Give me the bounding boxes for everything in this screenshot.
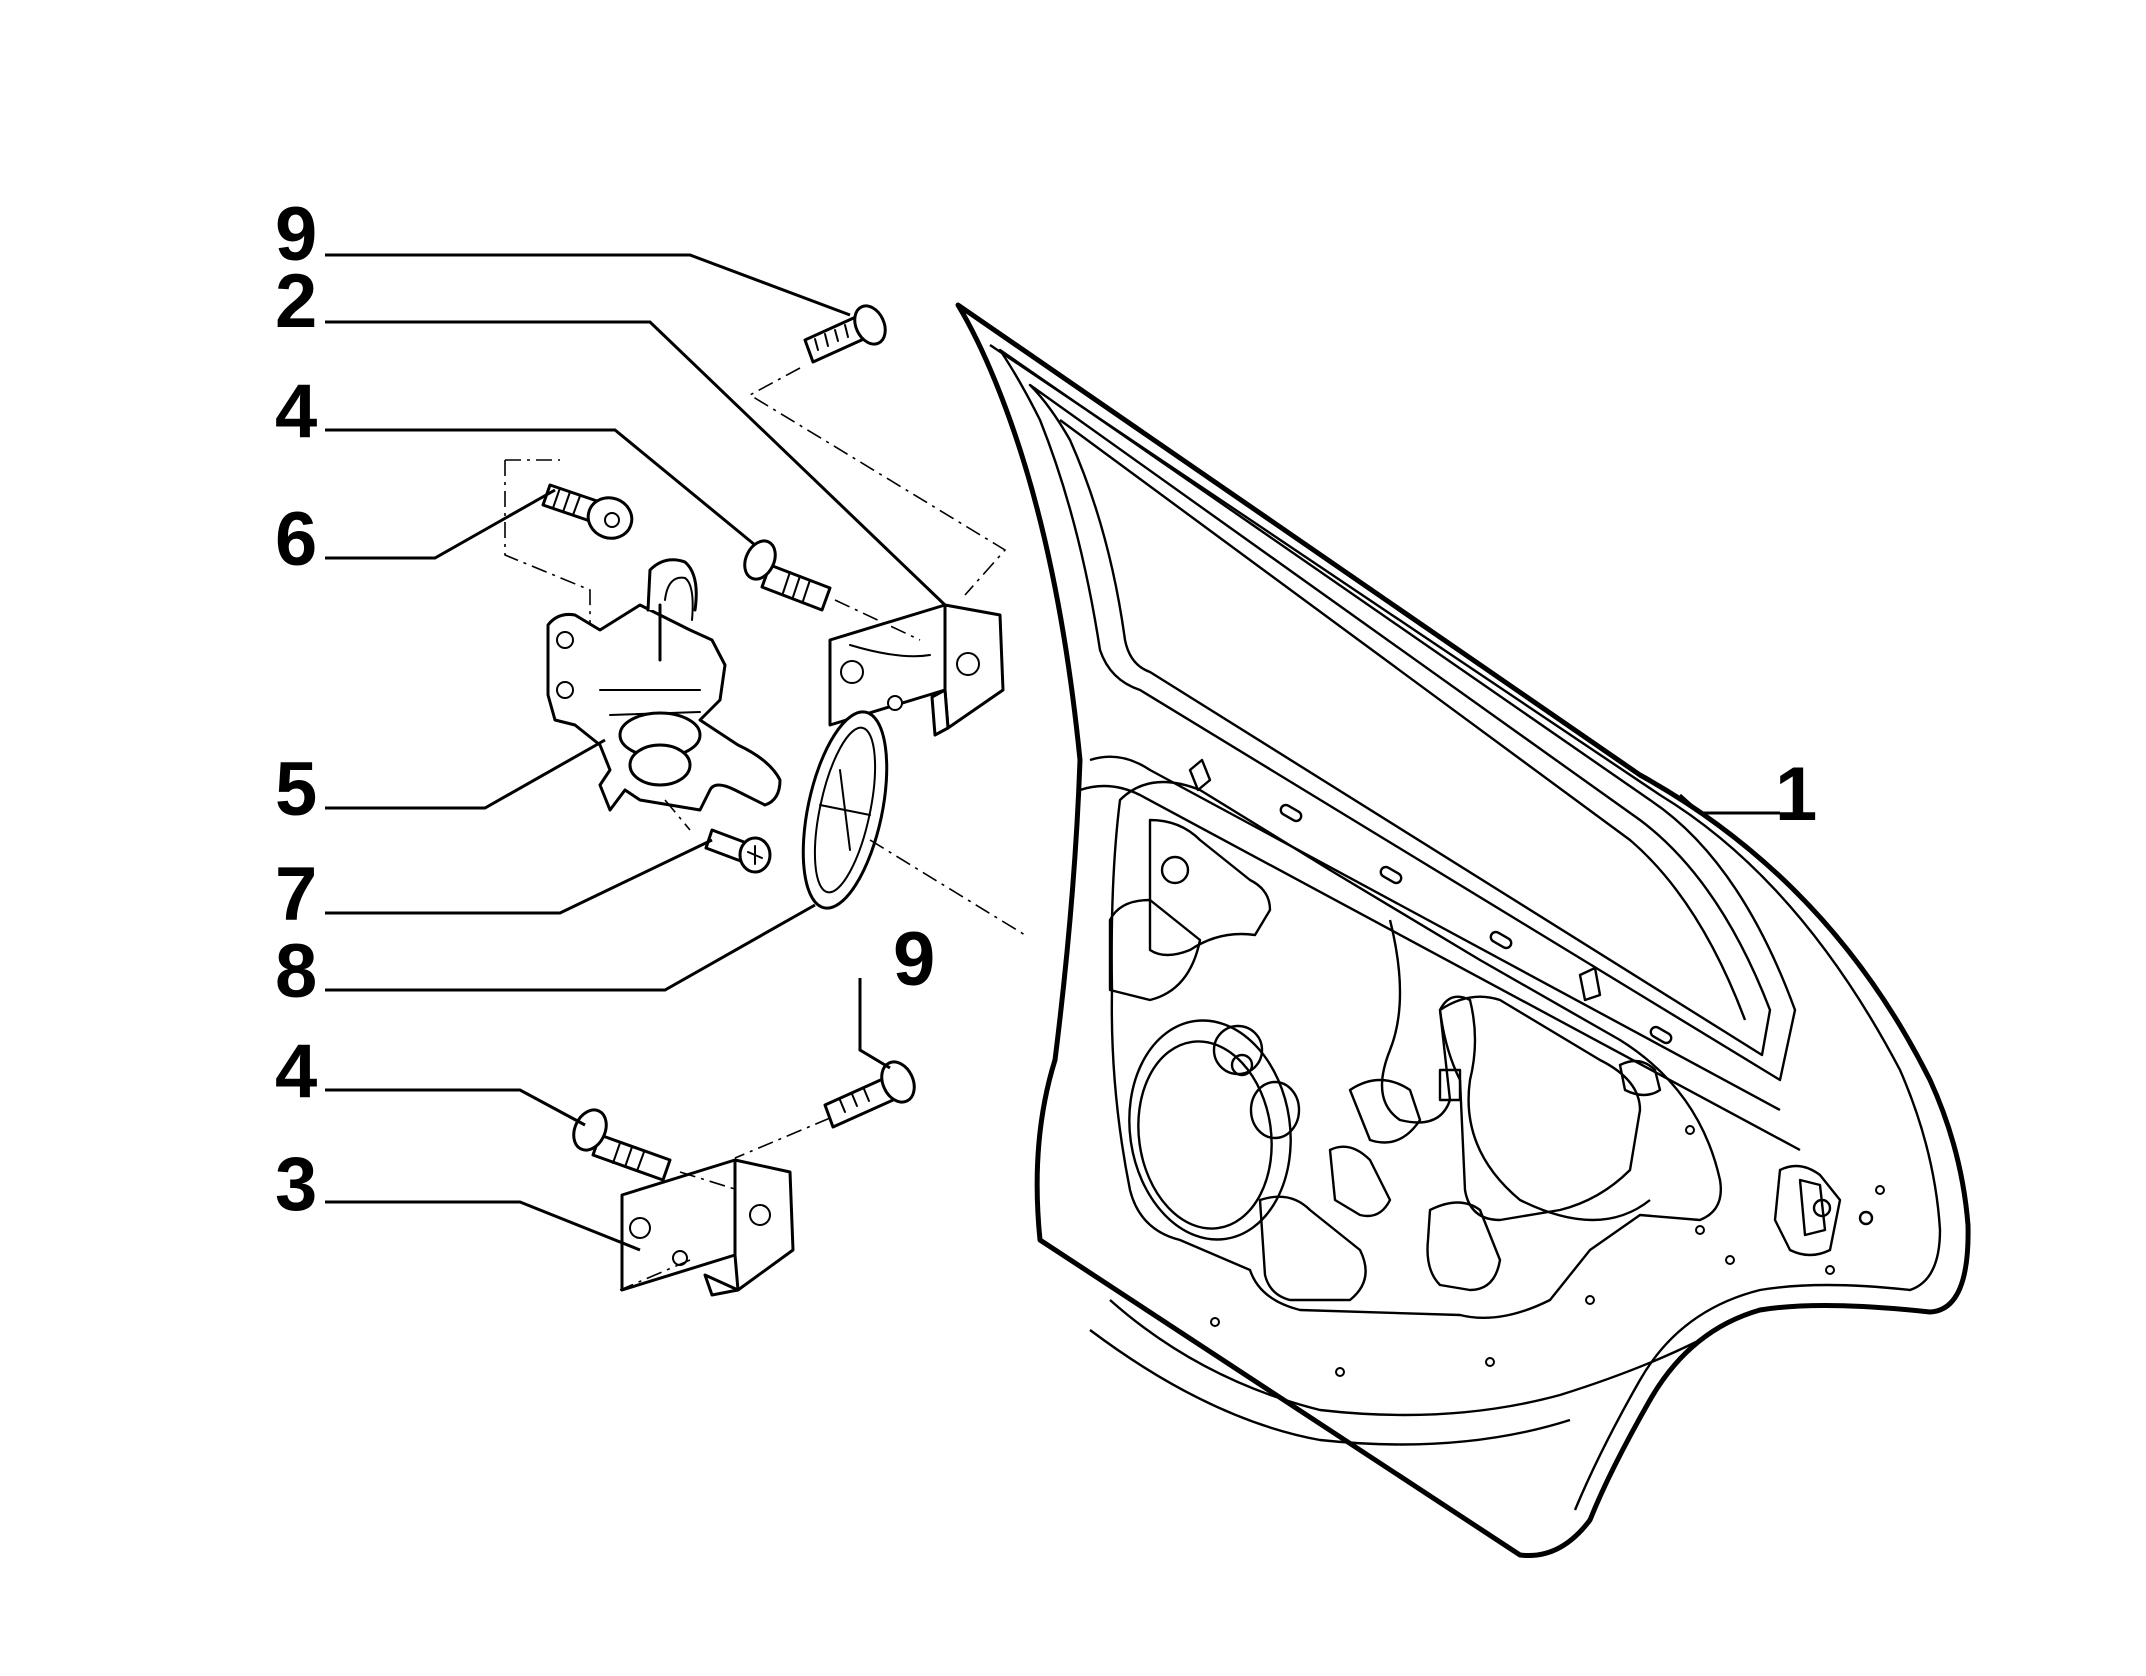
callout-9-bottom: 9 — [893, 917, 935, 1002]
callout-2: 2 — [275, 259, 317, 344]
callout-6: 6 — [275, 497, 317, 582]
callout-4-bottom: 4 — [275, 1029, 317, 1114]
leader-2 — [325, 320, 947, 607]
callout-9-top: 9 — [275, 192, 317, 277]
leader-3 — [325, 1200, 641, 1252]
screw-6 — [541, 483, 634, 540]
bolt-top — [803, 304, 887, 364]
leader-4-bottom — [325, 1088, 586, 1127]
leader-9-top — [325, 253, 851, 317]
screw-7 — [704, 828, 772, 874]
leader-6 — [325, 488, 556, 560]
leader-7 — [325, 838, 713, 915]
leader-4-top — [325, 428, 756, 547]
upper-hinge — [828, 603, 1005, 737]
door-panel — [955, 302, 1971, 1559]
door-check-strap — [546, 558, 782, 812]
bolt-lower-9 — [823, 1060, 916, 1129]
leader-lines — [325, 253, 1780, 1252]
callout-8: 8 — [275, 929, 317, 1014]
callout-7: 7 — [275, 852, 317, 937]
callout-4-top: 4 — [275, 369, 317, 454]
bolt-lower-4 — [572, 1108, 672, 1182]
lower-hinge — [620, 1158, 795, 1297]
callout-5: 5 — [275, 747, 317, 832]
bolt-upper-4 — [743, 539, 832, 612]
leader-8 — [325, 903, 816, 992]
callout-3: 3 — [275, 1142, 317, 1227]
leader-5 — [325, 738, 606, 810]
callout-labels: 9 2 4 6 5 7 8 9 4 3 1 — [275, 192, 1817, 1227]
assembly-lines — [504, 367, 1026, 1291]
leader-9-bottom — [858, 978, 891, 1070]
callout-1: 1 — [1775, 752, 1817, 837]
leader-1 — [1678, 793, 1780, 815]
rubber-plug — [801, 710, 889, 910]
